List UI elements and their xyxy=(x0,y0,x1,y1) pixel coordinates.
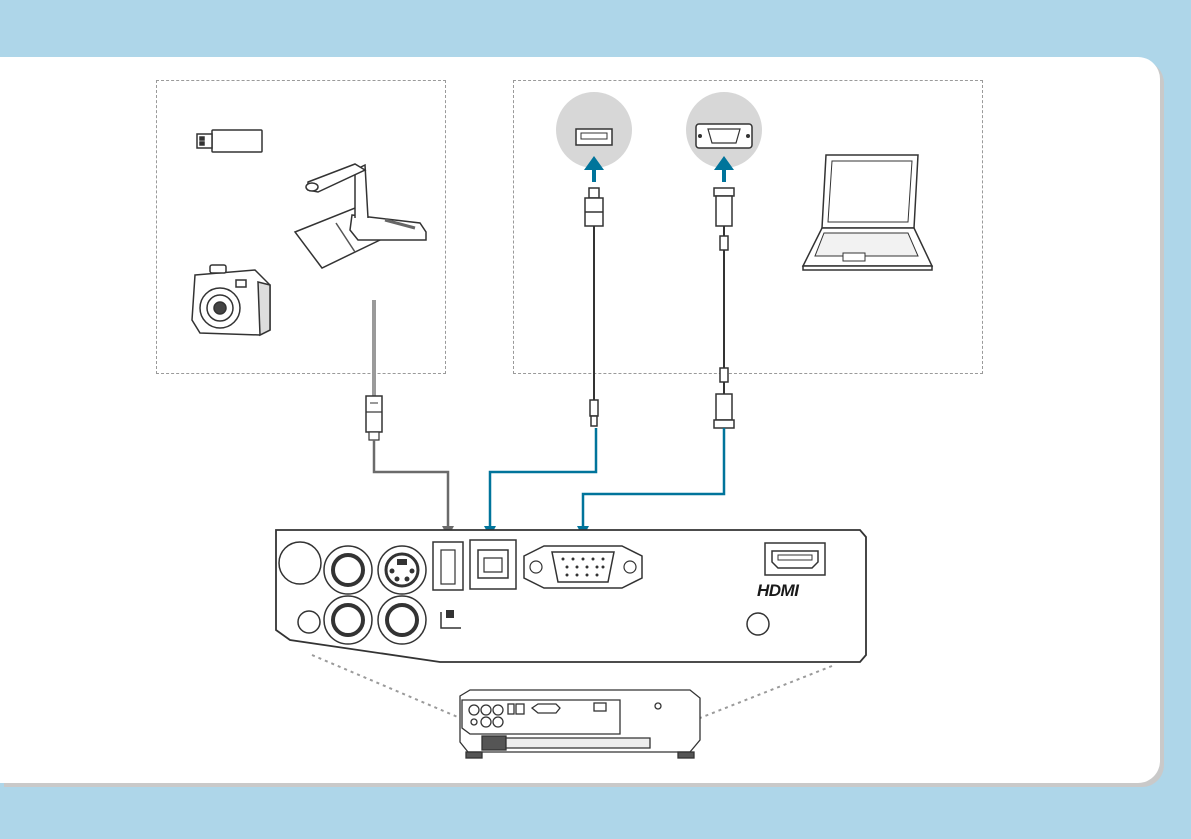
usb-type-b-port-icon xyxy=(470,540,516,589)
computer-vga-port-icon xyxy=(524,546,642,588)
zoom-guide-right xyxy=(700,666,832,718)
usb-type-b-cable-icon xyxy=(585,188,603,426)
usb-flash-drive-icon xyxy=(197,130,262,152)
vga-cable-icon xyxy=(714,188,734,428)
digital-camera-icon xyxy=(192,265,270,335)
projector-icon xyxy=(460,690,700,758)
hdmi-label: HDMI xyxy=(757,581,798,601)
hdmi-port-icon xyxy=(765,543,825,575)
usb-type-a-cable-icon xyxy=(366,300,382,440)
usb-a-connection-line xyxy=(374,440,448,528)
screw-hole-right-icon xyxy=(747,613,769,635)
screw-hole-left-icon xyxy=(298,611,320,633)
document-camera-icon xyxy=(295,164,426,268)
usb-b-connection-line xyxy=(490,428,596,528)
video-port-bottom-left-icon xyxy=(324,596,372,644)
video-port-top-icon xyxy=(324,546,372,594)
laptop-icon xyxy=(803,155,932,270)
s-video-port-icon xyxy=(378,546,426,594)
zoom-guide-left xyxy=(312,655,460,718)
vga-connection-line xyxy=(583,428,724,528)
video-port-bottom-right-icon xyxy=(378,596,426,644)
audio-in-port-icon xyxy=(279,542,321,584)
